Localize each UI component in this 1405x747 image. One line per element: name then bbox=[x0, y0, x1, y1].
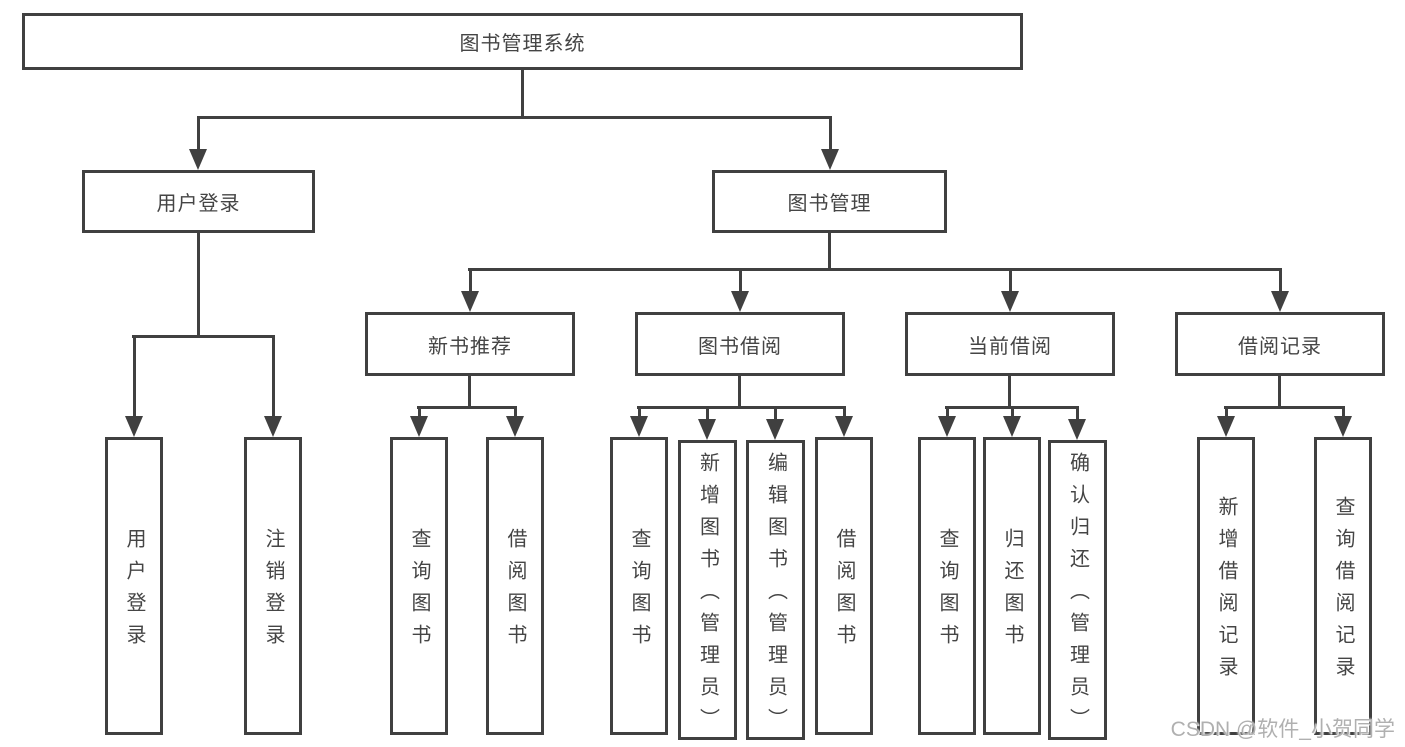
csdn-watermark: CSDN @软件_小贺同学 bbox=[1170, 718, 1395, 741]
connector-login-branch bbox=[132, 335, 275, 338]
node-confirm-return-admin: 确认归还（管理员） bbox=[1048, 440, 1107, 740]
connector-group3-branch bbox=[945, 406, 1079, 409]
connector-group1-branch bbox=[417, 406, 517, 409]
connector-root-trunk bbox=[521, 70, 524, 119]
node-label: 新增借阅记录 bbox=[1215, 496, 1237, 688]
node-edit-books-admin: 编辑图书（管理员） bbox=[746, 440, 805, 740]
node-add-books-admin: 新增图书（管理员） bbox=[678, 440, 737, 740]
node-label: 查询图书 bbox=[408, 528, 430, 656]
node-label: 归还图书 bbox=[1001, 528, 1023, 656]
node-recommend-query-books: 查询图书 bbox=[390, 437, 448, 735]
arrow-down-icon bbox=[461, 270, 479, 312]
node-query-borrow-record: 查询借阅记录 bbox=[1314, 437, 1372, 735]
node-label: 编辑图书（管理员） bbox=[764, 452, 787, 740]
arrow-down-icon bbox=[731, 270, 749, 312]
arrow-down-icon bbox=[410, 408, 428, 437]
connector-group2-trunk bbox=[738, 376, 741, 409]
node-label: 查询图书 bbox=[628, 528, 650, 656]
node-library-management-system: 图书管理系统 bbox=[22, 13, 1023, 70]
node-book-borrowing: 图书借阅 bbox=[635, 312, 845, 376]
node-user-login: 用户登录 bbox=[82, 170, 315, 233]
node-label: 注销登录 bbox=[262, 528, 284, 656]
connector-management-branch bbox=[468, 268, 1282, 271]
connector-group3-trunk bbox=[1008, 376, 1011, 409]
arrow-down-icon bbox=[1001, 270, 1019, 312]
connector-group4-branch bbox=[1224, 406, 1345, 409]
arrow-down-icon bbox=[698, 408, 716, 440]
arrow-down-icon bbox=[506, 408, 524, 437]
node-borrowing-borrow-books: 借阅图书 bbox=[815, 437, 873, 735]
node-return-books: 归还图书 bbox=[983, 437, 1041, 735]
node-recommend-borrow-books: 借阅图书 bbox=[486, 437, 544, 735]
node-book-management: 图书管理 bbox=[712, 170, 947, 233]
connector-management-trunk bbox=[828, 233, 831, 271]
connector-group4-trunk bbox=[1278, 376, 1281, 409]
connector-login-trunk bbox=[197, 233, 200, 338]
arrow-down-icon bbox=[1217, 408, 1235, 437]
arrow-down-icon bbox=[1334, 408, 1352, 437]
arrow-down-icon bbox=[1068, 408, 1086, 440]
connector-group2-branch bbox=[637, 406, 846, 409]
node-new-book-recommendation: 新书推荐 bbox=[365, 312, 575, 376]
arrow-down-icon bbox=[189, 118, 207, 170]
arrow-down-icon bbox=[1271, 270, 1289, 312]
node-label: 新增图书（管理员） bbox=[696, 452, 719, 740]
arrow-down-icon bbox=[821, 118, 839, 170]
arrow-down-icon bbox=[766, 408, 784, 440]
node-login: 用户登录 bbox=[105, 437, 163, 735]
node-current-borrowing: 当前借阅 bbox=[905, 312, 1115, 376]
node-label: 确认归还（管理员） bbox=[1066, 452, 1089, 740]
node-label: 借阅图书 bbox=[504, 528, 526, 656]
arrow-down-icon bbox=[125, 337, 143, 437]
node-add-borrow-record: 新增借阅记录 bbox=[1197, 437, 1255, 735]
node-borrowing-records: 借阅记录 bbox=[1175, 312, 1385, 376]
arrow-down-icon bbox=[835, 408, 853, 437]
node-label: 用户登录 bbox=[123, 528, 145, 656]
node-label: 借阅图书 bbox=[833, 528, 855, 656]
node-logout: 注销登录 bbox=[244, 437, 302, 735]
arrow-down-icon bbox=[1003, 408, 1021, 437]
node-label: 查询借阅记录 bbox=[1332, 496, 1354, 688]
connector-root-branch bbox=[197, 116, 832, 119]
arrow-down-icon bbox=[264, 337, 282, 437]
arrow-down-icon bbox=[630, 408, 648, 437]
arrow-down-icon bbox=[938, 408, 956, 437]
node-label: 查询图书 bbox=[936, 528, 958, 656]
node-borrowing-query-books: 查询图书 bbox=[610, 437, 668, 735]
node-current-query-books: 查询图书 bbox=[918, 437, 976, 735]
connector-group1-trunk bbox=[468, 376, 471, 409]
